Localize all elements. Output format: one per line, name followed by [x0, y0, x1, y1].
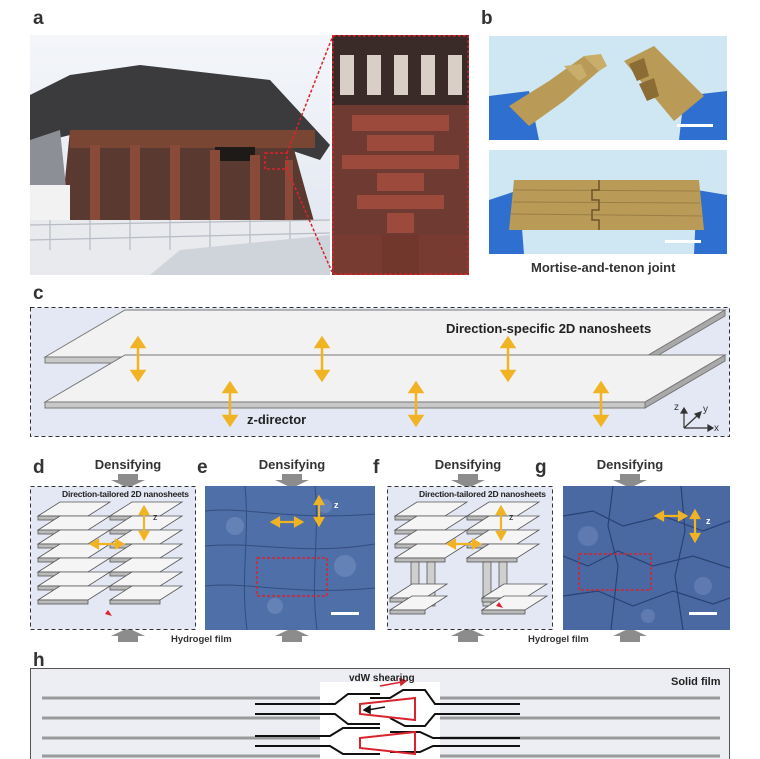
- z-arrow: [313, 335, 331, 383]
- up-arrow: [275, 628, 309, 642]
- panel-d-axis-z: z: [153, 512, 158, 522]
- panel-label-b: b: [481, 8, 493, 29]
- densify-label-e: Densifying: [258, 457, 326, 472]
- joint-assembled-photo: [489, 150, 727, 254]
- z-arrow: [499, 335, 517, 383]
- densify-label-d: Densifying: [94, 457, 162, 472]
- z-director-label: z-director: [247, 412, 307, 427]
- zoom-connector: [286, 37, 333, 273]
- axis-y-label: y: [703, 404, 708, 415]
- z-arrow: [129, 335, 147, 383]
- densify-label-g: Densifying: [596, 457, 664, 472]
- panel-label-d: d: [33, 457, 45, 478]
- temple-photo: [30, 35, 330, 275]
- panel-label-g: g: [535, 457, 547, 478]
- nanosheets-label: Direction-specific 2D nanosheets: [446, 321, 652, 336]
- joint-separated-photo: [489, 36, 727, 140]
- closeup-frame: [332, 35, 469, 275]
- z-arrow: [592, 380, 610, 428]
- hydrogel-label-right: Hydrogel film: [528, 634, 589, 645]
- dougong-closeup-photo: [332, 35, 469, 275]
- nanosheets-schematic: [30, 307, 730, 437]
- up-arrow: [613, 628, 647, 642]
- panel-label-a: a: [33, 8, 44, 29]
- panel-label-e: e: [197, 457, 208, 478]
- panel-b-caption: Mortise-and-tenon joint: [531, 260, 676, 275]
- axis-z-label: z: [674, 402, 679, 413]
- panel-label-f: f: [373, 457, 380, 478]
- red-tenon: [359, 730, 416, 756]
- axis-x-label: x: [714, 423, 719, 434]
- hydrogel-label-left: Hydrogel film: [171, 634, 232, 645]
- down-arrow: [111, 474, 145, 488]
- highlight-region: [578, 553, 652, 591]
- down-arrow: [451, 474, 485, 488]
- panel-d-stack: [30, 486, 196, 630]
- panel-g-axis-z: z: [706, 516, 711, 526]
- panel-f-axis-z: z: [509, 512, 514, 522]
- panel-f-inner-label: Direction-tailored 2D nanosheets: [419, 489, 546, 499]
- press-arrows: [111, 474, 647, 642]
- panel-label-h: h: [33, 650, 45, 671]
- up-arrow: [111, 628, 145, 642]
- vdw-shearing-label: vdW shearing: [349, 673, 415, 684]
- xyz-axes: [679, 406, 715, 433]
- panel-f-stack: [387, 486, 553, 630]
- highlight-region: [256, 557, 328, 597]
- solid-film-label: Solid film: [671, 676, 721, 688]
- zoom-region-marker: [264, 152, 288, 170]
- panel-h-solid-film: [30, 668, 730, 759]
- densify-label-f: Densifying: [434, 457, 502, 472]
- down-arrow: [275, 474, 309, 488]
- panel-label-c: c: [33, 283, 44, 304]
- panel-g-sem-image: [563, 486, 730, 630]
- z-arrow: [407, 380, 425, 428]
- panel-e-sem-image: [205, 486, 375, 630]
- scale-bar: [331, 612, 359, 615]
- z-arrow: [221, 380, 239, 428]
- panel-e-axis-z: z: [334, 500, 339, 510]
- panel-d-inner-label: Direction-tailored 2D nanosheets: [62, 489, 189, 499]
- scale-bar: [689, 612, 717, 615]
- red-tenon: [359, 696, 416, 722]
- scale-bar: [677, 124, 713, 127]
- scale-bar: [665, 240, 701, 243]
- up-arrow: [451, 628, 485, 642]
- down-arrow: [613, 474, 647, 488]
